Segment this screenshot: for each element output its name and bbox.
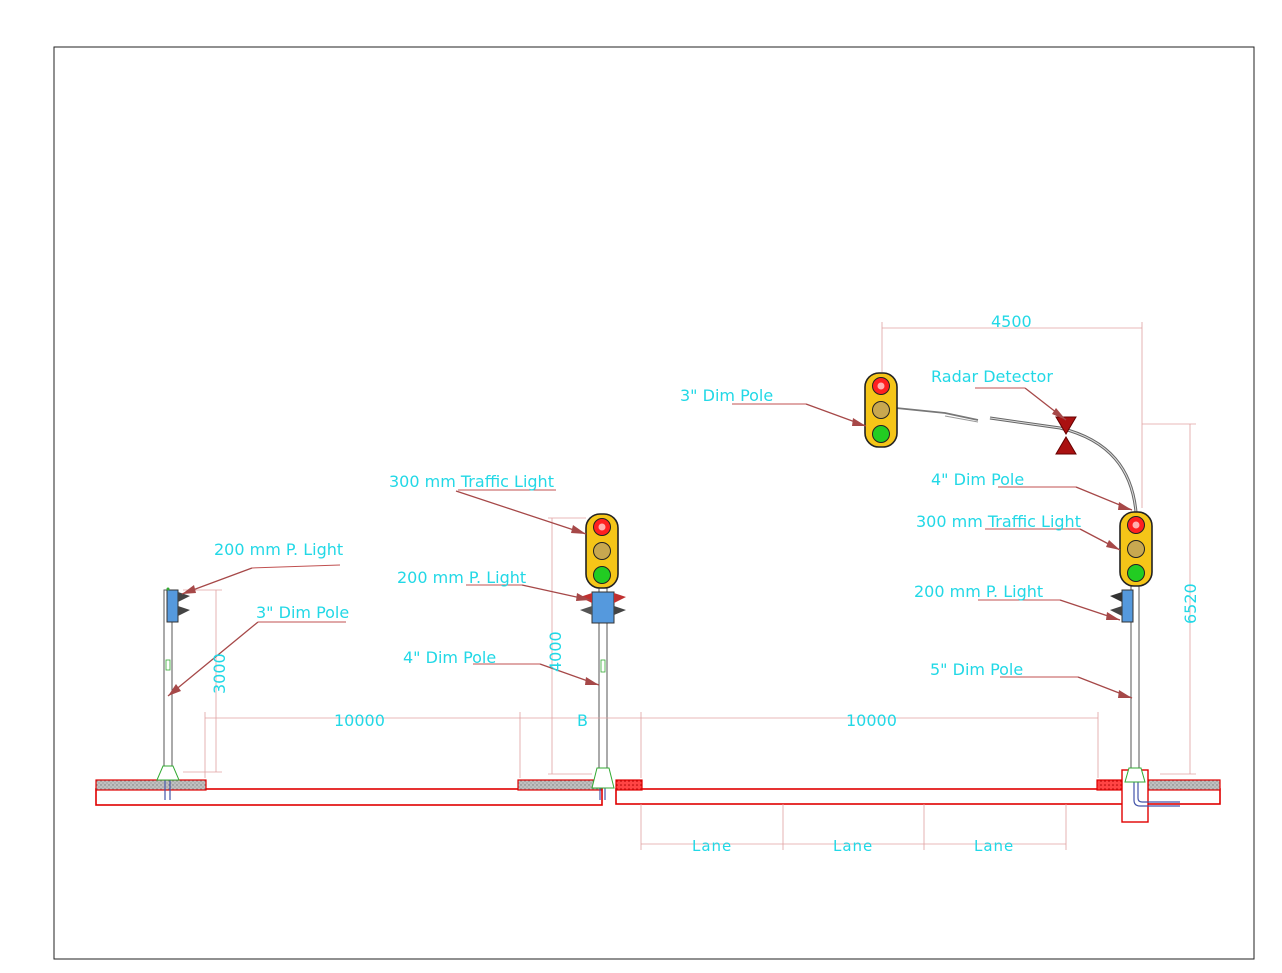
conduit-2 [1137,780,1180,803]
lane-label-2: Lane [833,837,873,855]
middle-pole-assembly [580,513,626,789]
middle-ped-light [591,591,615,624]
lane-labels: Lane Lane Lane [692,837,1014,855]
right-edge-hatch [1096,779,1124,791]
mast-arm-straight [895,407,979,421]
right-pole-base [1124,767,1146,783]
road-right-slab [615,788,1221,805]
dim-arm-span: 4500 [991,312,1032,331]
left-pole-assembly [156,587,190,781]
label-top-pole: 3" Dim Pole [680,386,773,405]
right-green-lamp [1127,564,1145,582]
callout-labels: 200 mm P. Light 3" Dim Pole 300 mm Traff… [214,367,1081,679]
lane-label-1: Lane [692,837,732,855]
label-middle-traffic-light: 300 mm Traffic Light [389,472,554,491]
dim-median: B [577,711,588,730]
dim-span-left: 10000 [334,711,385,730]
radar-detector-bottom [1055,436,1077,455]
label-middle-ped-light: 200 mm P. Light [397,568,526,587]
dim-left-height: 3000 [210,653,229,694]
dim-right-height: 6520 [1181,583,1200,624]
label-radar-detector: Radar Detector [931,367,1053,386]
left-ped-light [166,589,179,623]
radar-detector-top [1055,416,1077,435]
dim-span-right: 10000 [846,711,897,730]
label-right-pole-upper: 4" Dim Pole [931,470,1024,489]
median-curb [517,779,603,791]
left-curb [95,779,207,791]
overhead-green-lamp [872,425,890,443]
label-left-ped-light: 200 mm P. Light [214,540,343,559]
dim-middle-height: 4000 [546,631,565,672]
mast-arm-curve [989,416,1138,513]
road-section [95,769,1221,823]
overhead-amber-lamp [872,401,890,419]
right-curb [1147,779,1221,791]
drawing-frame [53,46,1255,960]
dimension-labels: 4500 6520 3000 4000 10000 B 10000 [210,312,1200,730]
middle-amber-lamp [593,542,611,560]
median-edge-hatch [615,779,643,791]
conduit [1133,780,1180,807]
label-middle-pole: 4" Dim Pole [403,648,496,667]
right-ped-light [1121,589,1134,623]
label-right-ped-light: 200 mm P. Light [914,582,1043,601]
label-left-pole: 3" Dim Pole [256,603,349,622]
dimension-lines [183,322,1196,850]
middle-green-lamp [593,566,611,584]
lane-label-3: Lane [974,837,1014,855]
label-right-traffic-light: 300 mm Traffic Light [916,512,1081,531]
leader-lines [167,387,1133,699]
right-amber-lamp [1127,540,1145,558]
middle-pole-base [591,767,615,789]
left-pole-base [156,765,180,781]
right-pole-assembly [864,372,1153,783]
label-right-pole-lower: 5" Dim Pole [930,660,1023,679]
road-left-slab [95,788,603,806]
